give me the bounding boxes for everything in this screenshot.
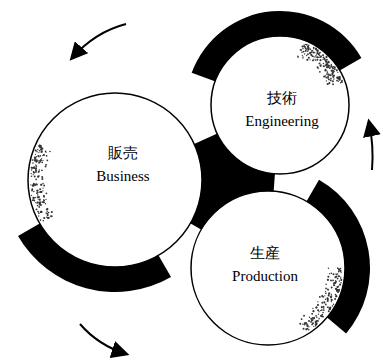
circle-label: 生産 Production bbox=[221, 242, 309, 289]
circle-label: 販売 Business bbox=[86, 142, 160, 189]
circle-shape bbox=[211, 36, 349, 174]
stipple-shading bbox=[297, 44, 343, 86]
circle-label: 技術 Engineering bbox=[234, 87, 330, 134]
stipple-shading bbox=[30, 145, 53, 222]
cycle-circle: 販売 Business bbox=[27, 92, 203, 268]
stipple-shading bbox=[299, 268, 342, 331]
rotation-arrow bbox=[80, 324, 126, 354]
circle-shape bbox=[191, 191, 345, 345]
cycle-circle: 生産 Production bbox=[190, 190, 346, 346]
rotation-arrow bbox=[369, 122, 373, 170]
circle-shape bbox=[28, 93, 202, 267]
rotation-arrow bbox=[72, 24, 126, 58]
cycle-circle: 技術 Engineering bbox=[210, 35, 350, 175]
